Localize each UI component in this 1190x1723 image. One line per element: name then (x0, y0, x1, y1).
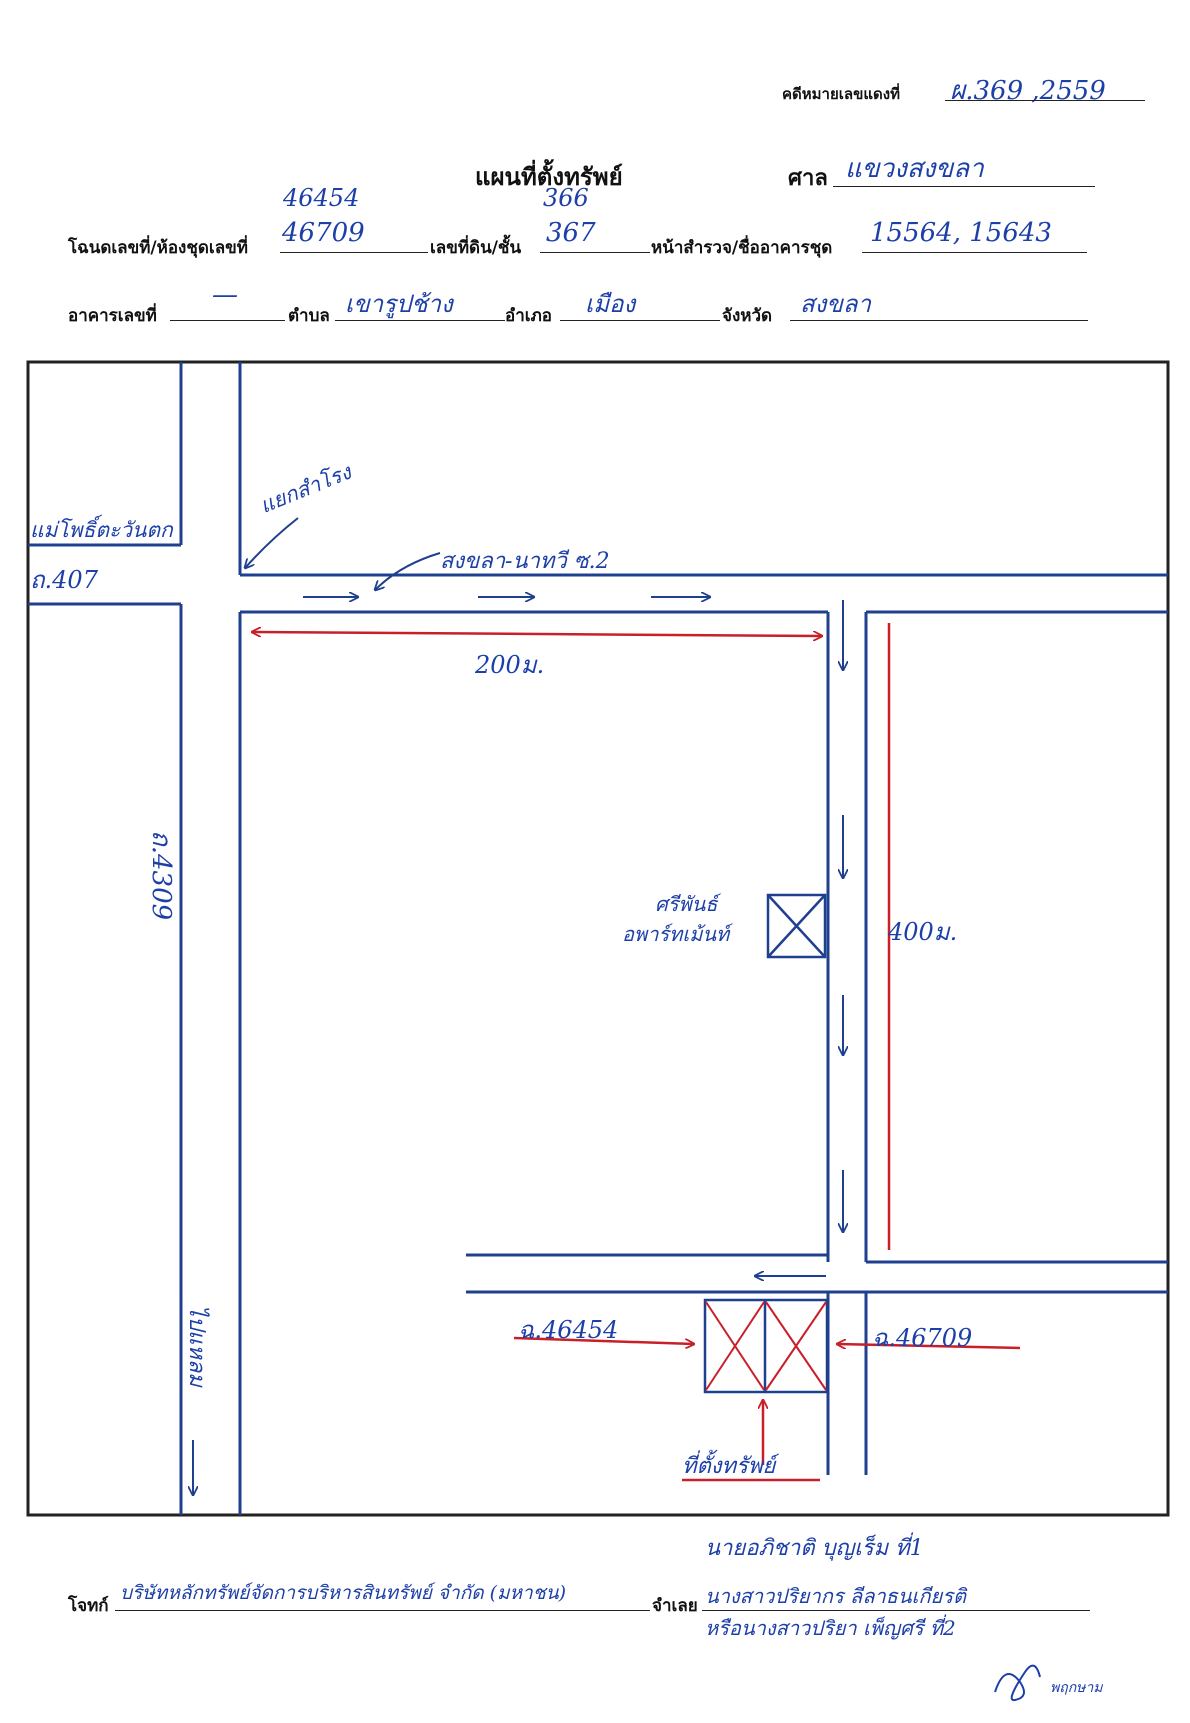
signature: พฤกษาม (1050, 1680, 1103, 1696)
building-underline (170, 320, 285, 321)
label-property-location: ที่ตั้งทรัพย์ (682, 1454, 776, 1479)
label-top-left: แม่โพธิ์ตะวันตก (30, 518, 173, 542)
survey-underline (862, 252, 1087, 253)
defendant-label: จำเลย (652, 1596, 698, 1616)
court-label: ศาล (788, 166, 828, 191)
plaintiff-name: บริษัทหลักทรัพย์จัดการบริหารสินทรัพย์ จำ… (120, 1582, 567, 1604)
province-label: จังหวัด (722, 306, 773, 326)
label-apartment-1: ศรีพันธ์ (655, 892, 718, 916)
apartment-building (766, 893, 827, 959)
signature-mark (994, 1664, 1041, 1702)
case-number: ผ.369 ,2559 (950, 76, 1106, 106)
province-name: สงขลา (800, 290, 871, 318)
plaintiff-underline (115, 1610, 650, 1611)
land-underline (540, 252, 650, 253)
subdistrict-name: เขารูปช้าง (345, 290, 453, 318)
road-lines (28, 362, 1168, 1515)
land-label: เลขที่ดิน/ชั้น (430, 238, 522, 258)
building-label: อาคารเลขที่ (68, 306, 157, 326)
deed-underline (280, 252, 428, 253)
province-underline (790, 320, 1088, 321)
court-name: แขวงสงขลา (845, 154, 984, 184)
subdistrict-label: ตำบล (288, 306, 330, 326)
defendant-2: นางสาวปริยากร ลีลาธนเกียรติ (705, 1584, 966, 1608)
district-label: อำเภอ (505, 306, 552, 326)
map-frame (26, 360, 1170, 1517)
label-road-4309: ถ.4309 (146, 830, 176, 921)
distance-lines (252, 623, 1021, 1482)
subdistrict-underline (335, 320, 505, 321)
district-name: เมือง (585, 290, 636, 318)
label-apartment-2: อพาร์ทเม้นท์ (622, 922, 730, 946)
distance-vertical: 400ม. (888, 918, 958, 946)
label-road-407: ถ.407 (30, 566, 98, 594)
property-plots (703, 1298, 829, 1394)
distance-horizontal: 200ม. (475, 651, 545, 679)
survey-number: 15564, 15643 (870, 218, 1052, 248)
land-number: 367 (546, 218, 596, 248)
label-road-songkhla: สงขลา-นาทวี ซ.2 (440, 549, 610, 574)
district-underline (560, 320, 720, 321)
page-title: แผนที่ตั้งทรัพย์ (475, 163, 623, 191)
label-deed-left: ฉ.46454 (518, 1316, 619, 1344)
defendant-underline (702, 1610, 1090, 1611)
building-number: — (212, 280, 238, 310)
case-label: คดีหมายเลขแดงที่ (782, 85, 900, 103)
label-road-bottom: ไปแหลม (184, 1305, 209, 1387)
deed-label: โฉนดเลขที่/ห้องชุดเลขที่ (68, 238, 248, 258)
traffic-arrows (193, 517, 843, 1495)
survey-label: หน้าสำรวจ/ชื่ออาคารชุด (651, 238, 833, 258)
plaintiff-label: โจทก์ (68, 1596, 109, 1616)
case-underline (945, 100, 1145, 101)
defendant-3: หรือนางสาวปริยา เพ็ญศรี ที่2 (705, 1616, 956, 1640)
deed-number: 46709 (282, 218, 365, 248)
defendant-1: นายอภิชาติ บุญเร็ม ที่1 (705, 1536, 924, 1561)
court-underline (833, 186, 1095, 187)
deed-number-top: 46454 (283, 184, 360, 212)
land-number-top: 366 (543, 184, 589, 212)
label-deed-right: ฉ.46709 (872, 1324, 973, 1352)
